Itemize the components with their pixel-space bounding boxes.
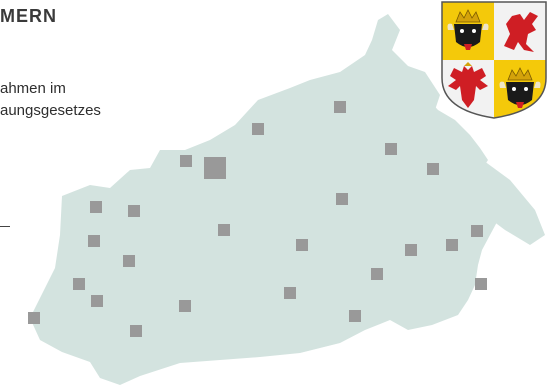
griffin-icon <box>504 12 538 52</box>
marker <box>252 123 264 135</box>
page-heading: MERN <box>0 6 57 26</box>
coat-of-arms-icon <box>441 1 547 119</box>
marker <box>471 225 483 237</box>
dash-mark <box>0 226 10 227</box>
state-outline <box>30 14 500 385</box>
marker <box>180 155 192 167</box>
marker <box>334 101 346 113</box>
location-markers <box>28 101 487 337</box>
marker <box>371 268 383 280</box>
marker <box>130 325 142 337</box>
marker <box>91 295 103 307</box>
island-peninsula <box>408 66 440 110</box>
marker <box>336 193 348 205</box>
marker <box>427 163 439 175</box>
marker <box>28 312 40 324</box>
island-usedom <box>455 152 545 245</box>
eagle-icon <box>448 62 488 108</box>
marker <box>218 224 230 236</box>
marker <box>284 287 296 299</box>
marker <box>128 205 140 217</box>
marker <box>385 143 397 155</box>
marker <box>88 235 100 247</box>
description-line-1: ahmen im <box>0 80 66 97</box>
marker <box>475 278 487 290</box>
marker <box>204 157 226 179</box>
marker <box>349 310 361 322</box>
description-line-2: aungsgesetzes <box>0 102 101 119</box>
marker <box>179 300 191 312</box>
marker <box>73 278 85 290</box>
marker <box>405 244 417 256</box>
bull-head-icon-2 <box>499 67 541 108</box>
marker <box>90 201 102 213</box>
marker <box>296 239 308 251</box>
marker <box>123 255 135 267</box>
bull-head-icon <box>447 9 489 50</box>
marker <box>446 239 458 251</box>
